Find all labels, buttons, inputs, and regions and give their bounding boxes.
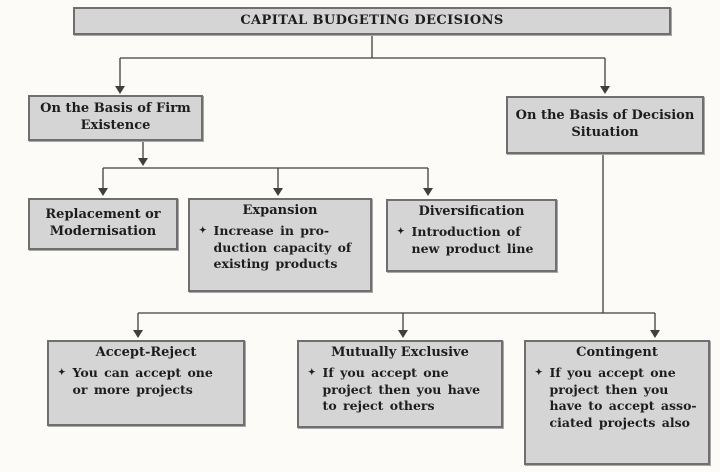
node-expansion: Expansion ✦ Increase in pro- duction cap… bbox=[188, 198, 372, 292]
node-detail: If you accept one project then you have … bbox=[322, 364, 481, 414]
arrowhead-decision-situation bbox=[600, 86, 610, 94]
node-title: CAPITAL BUDGETING DECISIONS bbox=[240, 12, 504, 28]
diamond-bullet-icon: ✦ bbox=[58, 367, 66, 378]
node-contingent: Contingent ✦ If you accept one project t… bbox=[524, 340, 710, 465]
node-title: Replacement or Modernisation bbox=[45, 207, 161, 239]
arrowhead-contingent bbox=[650, 330, 660, 338]
connector-decision-branch bbox=[137, 154, 656, 330]
connector-firm-branch bbox=[102, 141, 429, 188]
bullet-row: ✦ If you accept one project then you hav… bbox=[299, 363, 501, 415]
arrowhead-replacement bbox=[98, 188, 108, 196]
node-title: On the Basis of Decision Situation bbox=[515, 108, 695, 140]
connector-top bbox=[119, 34, 606, 86]
node-title: Contingent bbox=[576, 345, 658, 360]
node-detail: Increase in pro- duction capacity of exi… bbox=[213, 222, 352, 272]
node-title: Expansion bbox=[242, 203, 318, 218]
node-mutually-exclusive: Mutually Exclusive ✦ If you accept one p… bbox=[297, 340, 503, 428]
node-basis-of-decision-situation: On the Basis of Decision Situation bbox=[506, 96, 704, 154]
diamond-bullet-icon: ✦ bbox=[199, 225, 207, 236]
bullet-row: ✦ Increase in pro- duction capacity of e… bbox=[190, 221, 370, 273]
diamond-bullet-icon: ✦ bbox=[397, 226, 405, 237]
diamond-bullet-icon: ✦ bbox=[308, 367, 316, 378]
node-title: Diversification bbox=[418, 204, 525, 219]
node-title: Mutually Exclusive bbox=[331, 345, 469, 360]
arrowhead-firm-existence bbox=[115, 86, 125, 94]
bullet-row: ✦ Introduction of new product line bbox=[388, 222, 555, 258]
arrowhead-diversification bbox=[423, 188, 433, 196]
node-diversification: Diversification ✦ Introduction of new pr… bbox=[386, 199, 557, 272]
node-basis-of-firm-existence: On the Basis of Firm Existence bbox=[28, 95, 203, 141]
diamond-bullet-icon: ✦ bbox=[535, 367, 543, 378]
arrowhead-expansion bbox=[273, 188, 283, 196]
bullet-row: ✦ If you accept one project then you hav… bbox=[526, 363, 708, 432]
arrowhead-mutually-exclusive bbox=[398, 330, 408, 338]
node-title: Accept-Reject bbox=[95, 345, 197, 360]
node-replacement-or-modernisation: Replacement or Modernisation bbox=[28, 198, 178, 250]
arrowhead-accept-reject bbox=[133, 330, 143, 338]
node-capital-budgeting-decisions: CAPITAL BUDGETING DECISIONS bbox=[73, 7, 671, 35]
node-detail: You can accept one or more projects bbox=[72, 364, 213, 397]
node-detail: Introduction of new product line bbox=[411, 223, 534, 256]
node-detail: If you accept one project then you have … bbox=[549, 364, 697, 431]
bullet-row: ✦ You can accept one or more projects bbox=[49, 363, 243, 399]
arrowhead-firm-junction bbox=[138, 158, 148, 166]
node-title: On the Basis of Firm Existence bbox=[40, 101, 191, 133]
node-accept-reject: Accept-Reject ✦ You can accept one or mo… bbox=[47, 340, 245, 426]
